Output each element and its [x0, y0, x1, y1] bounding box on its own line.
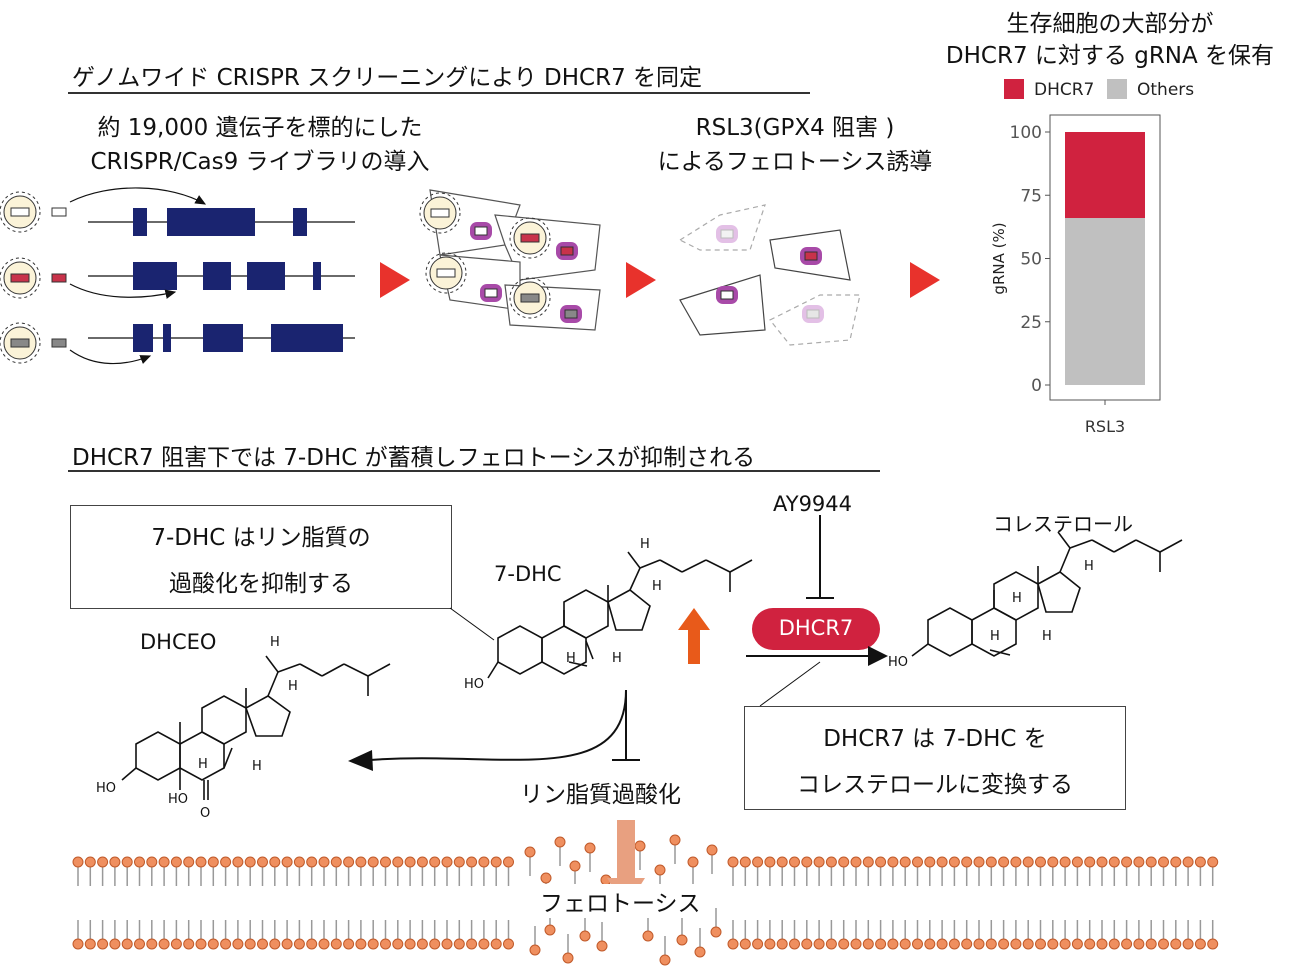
cholesterol-structure [911, 531, 1183, 657]
svg-text:H: H [566, 651, 576, 666]
step2-label-line1: RSL3(GPX4 阻害 ) [695, 115, 895, 141]
svg-text:HO: HO [96, 781, 116, 796]
svg-text:H: H [270, 635, 280, 650]
transduced-cells [419, 189, 601, 331]
result-title-line1: 生存細胞の大部分が [1006, 11, 1214, 37]
plasmid-library [0, 191, 67, 364]
svg-text:H: H [640, 537, 650, 552]
svg-text:O: O [200, 806, 210, 821]
label-dhceo: DHCEO [140, 630, 217, 654]
dhceo-atom-labels: HO HO O H H H H [96, 635, 298, 821]
legend-label-dhcr7: DHCR7 [1034, 80, 1094, 100]
section1-underline [68, 92, 810, 94]
dhceo-structure [121, 655, 391, 800]
section2-heading: DHCR7 阻害下では 7-DHC が蓄積しフェロトーシスが抑制される [72, 445, 756, 471]
inhibitor-label: AY9944 [773, 492, 853, 516]
y-tick-label: 50 [1020, 250, 1042, 270]
dhcr7-enzyme-label: DHCR7 [778, 616, 854, 640]
svg-text:H: H [1084, 559, 1094, 574]
ferroptosis-label: フェロトーシス [536, 884, 705, 918]
svg-text:H: H [612, 651, 622, 666]
x-tick-label: RSL3 [1085, 417, 1125, 436]
y-tick-label: 25 [1020, 313, 1042, 333]
section2-underline [68, 470, 880, 472]
label-cholesterol: コレステロール [993, 512, 1133, 536]
7dhc-atom-labels: HO H H H H [464, 537, 662, 692]
accumulation-up-arrow [678, 608, 710, 664]
legend-label-others: Others [1137, 80, 1194, 100]
legend-swatch-dhcr7 [1004, 79, 1024, 99]
callout-right-line2: コレステロールに変換する [797, 772, 1073, 798]
y-tick-label: 0 [1031, 376, 1042, 396]
callout-right-line1: DHCR7 は 7-DHC を [823, 726, 1047, 752]
callout-left-line2: 過酸化を抑制する [169, 571, 353, 597]
svg-text:HO: HO [464, 677, 484, 692]
pathway-arrows [348, 515, 888, 771]
step1-label-line2: CRISPR/Cas9 ライブラリの導入 [90, 149, 430, 175]
label-lipid-peroxidation: リン脂質過酸化 [520, 782, 681, 808]
y-tick-label: 100 [1010, 123, 1042, 143]
callout-left-line1: 7-DHC はリン脂質の [151, 525, 371, 551]
rsl3-treated-cells [678, 204, 861, 346]
legend-swatch-others [1107, 79, 1127, 99]
section1-heading: ゲノムワイド CRISPR スクリーニングにより DHCR7 を同定 [72, 65, 703, 91]
result-title-line2: DHCR7 に対する gRNA を保有 [945, 43, 1275, 69]
svg-text:H: H [1012, 591, 1022, 606]
svg-text:H: H [1042, 629, 1052, 644]
cholesterol-atom-labels: HO H H H H [888, 559, 1094, 670]
svg-text:H: H [252, 759, 262, 774]
bar-segment-dhcr7 [1065, 132, 1145, 219]
dhcr7-enzyme-badge: DHCR7 [752, 608, 880, 650]
gene-tracks [69, 187, 355, 365]
svg-text:HO: HO [888, 655, 908, 670]
7dhc-structure [487, 551, 753, 679]
step1-label-line1: 約 19,000 遺伝子を標的にした [97, 115, 423, 141]
svg-text:H: H [288, 679, 298, 694]
svg-text:H: H [990, 629, 1000, 644]
svg-text:HO: HO [168, 792, 188, 807]
svg-text:H: H [652, 579, 662, 594]
callout-dhcr7-function: DHCR7 は 7-DHC を コレステロールに変換する [744, 706, 1126, 810]
label-7dhc: 7-DHC [494, 562, 562, 586]
gRNA-stacked-bar-chart: 0 25 50 75 100 gRNA (%) RSL3 DHCR7 Others [990, 79, 1194, 436]
y-axis-label: gRNA (%) [990, 222, 1008, 294]
callout-7dhc-effect: 7-DHC はリン脂質の 過酸化を抑制する [70, 505, 452, 609]
y-tick-label: 75 [1020, 186, 1042, 206]
step2-label-line2: によるフェロトーシス誘導 [657, 149, 933, 175]
svg-text:H: H [198, 757, 208, 772]
bar-segment-others [1065, 218, 1145, 385]
step-arrows [380, 262, 940, 298]
